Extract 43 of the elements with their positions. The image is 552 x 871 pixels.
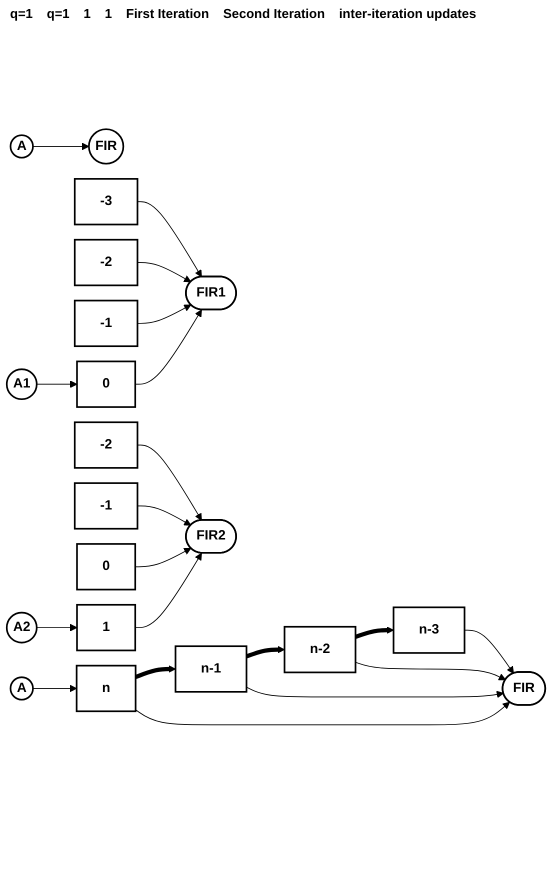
arrow <box>134 548 192 568</box>
arrow <box>137 444 202 521</box>
arrow <box>134 309 202 385</box>
label-text: Second Iteration <box>223 6 325 21</box>
arrow <box>246 686 504 698</box>
arrow <box>32 142 90 150</box>
arrow <box>246 646 285 658</box>
arrow <box>137 262 192 282</box>
node-circle: A <box>10 676 34 701</box>
arrow <box>355 662 506 680</box>
arrow <box>137 506 192 526</box>
node-box: 0 <box>76 360 136 408</box>
node-box: n-3 <box>392 606 466 654</box>
node-box: -2 <box>74 238 138 286</box>
arrow <box>32 684 77 692</box>
node-box: -3 <box>74 178 138 226</box>
arrow <box>354 626 394 639</box>
arrow <box>137 201 202 278</box>
node-circle: A <box>10 134 34 158</box>
label-text: q=1 <box>10 6 33 21</box>
node-circle: A2 <box>6 612 38 644</box>
label-text: q=1 <box>46 6 70 21</box>
arrow <box>134 552 202 628</box>
node-box: n <box>76 664 136 712</box>
node-box: 0 <box>76 543 136 590</box>
label-text: 1 <box>104 6 112 21</box>
arrow <box>36 380 78 388</box>
node-box: n-2 <box>284 626 356 674</box>
label-text: 1 <box>84 6 91 21</box>
node-box: -1 <box>74 300 138 348</box>
arrow <box>464 630 514 674</box>
node-circle: FIR <box>88 128 124 165</box>
node-circle: A1 <box>6 368 38 400</box>
arrow <box>36 624 78 632</box>
arrow <box>135 702 510 726</box>
label-text: inter-iteration updates <box>338 6 476 21</box>
node-box: -1 <box>74 482 138 530</box>
arrow <box>137 304 192 324</box>
label-text: First Iteration <box>126 6 210 21</box>
arrow <box>134 665 176 680</box>
node-box: 1 <box>76 604 136 652</box>
node-box: n-1 <box>174 645 248 693</box>
node-box: -2 <box>74 421 138 469</box>
